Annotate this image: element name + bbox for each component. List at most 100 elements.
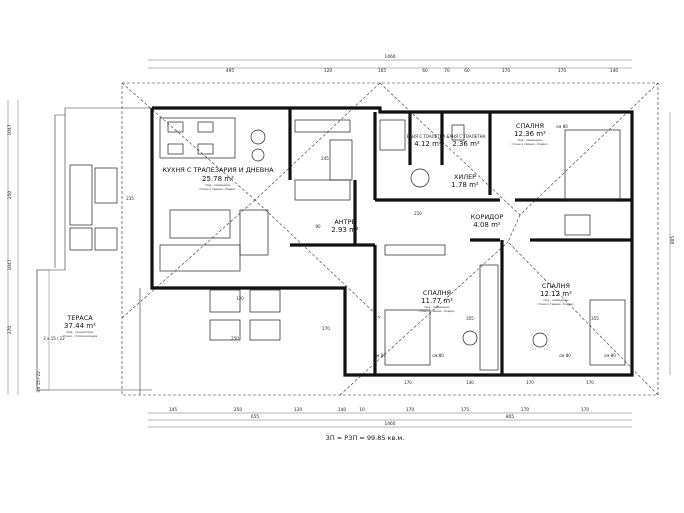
dim-bottom-b2: 805 [506, 414, 514, 420]
dim-left-3: 1047 [7, 259, 13, 270]
dim-bottom-6: 170 [406, 407, 414, 413]
room-bedroom-s-area: 11.77 m² [421, 297, 453, 305]
room-bedroom-s-note1: Под - ламиниран [425, 305, 450, 309]
room-bedroom-ne: СПАЛНЯ 12.36 m² Под - ламиниран Стени и … [512, 122, 549, 146]
room-bedroom-ne-name: СПАЛНЯ [516, 122, 544, 130]
wardrobe [479, 264, 499, 371]
sofa [169, 209, 231, 239]
label-cm80-e: см 80 [604, 353, 616, 358]
dim-bottom-2: 250 [234, 407, 242, 413]
room-bath1: БАНЯ С ТОАЛЕТНА 4.12 m² [407, 134, 446, 148]
dim-bottom-total: 1460 [385, 421, 396, 427]
room-terrace-note2: Стени - топлоизолация [63, 334, 98, 338]
room-bath2-area: 2.36 m² [452, 140, 480, 148]
room-kitchen-name: КУХНЯ С ТРАПЕЗАРИЯ И ДНЕВНА [162, 166, 274, 174]
room-kitchen-note2: Стени и тавани - боядис. [200, 187, 237, 191]
room-hall: АНТРЕ 2.93 m² [331, 218, 359, 234]
shower [379, 119, 406, 151]
label-cm80-b: см 80 [432, 353, 444, 358]
label-cm80-c: см 80 [559, 353, 571, 358]
label-235: 235 [126, 196, 134, 201]
dining-table [159, 117, 236, 159]
dim-left-4: 270 [7, 326, 13, 334]
room-bedroom-se-note2: Стени и тавани - боядис. [538, 302, 575, 306]
room-corridor-area: 4.08 m² [473, 221, 501, 229]
label-stair1: 3 x 15 / 22 [43, 336, 65, 341]
label-170c: 170 [586, 380, 594, 385]
room-corridor: КОРИДОР 4.08 m² [471, 213, 504, 229]
label-170a: 170 [404, 380, 412, 385]
dim-bottom-4: 140 [338, 407, 346, 413]
dim-top-1: 495 [226, 68, 234, 74]
dim-top-6: 60 [464, 68, 470, 74]
room-kitchen-area: 25.78 m² [202, 175, 234, 183]
room-hall-name: АНТРЕ [334, 218, 355, 226]
label-140: 140 [466, 380, 474, 385]
label-250: 250 [231, 336, 239, 341]
room-bedroom-se: СПАЛНЯ 12.12 m² Под - ламиниран Стени и … [538, 282, 575, 306]
label-245: 245 [321, 156, 329, 161]
label-cm80-d: см 80 [374, 353, 386, 358]
label-170b: 170 [526, 380, 534, 385]
room-corridor-name: КОРИДОР [471, 213, 504, 221]
room-kitchen: КУХНЯ С ТРАПЕЗАРИЯ И ДНЕВНА 25.78 m² Под… [162, 166, 274, 191]
dim-bottom-b1: 655 [251, 414, 259, 420]
room-bedroom-s-note2: Стени и тавани - боядис. [419, 309, 456, 313]
dim-right: 805 [670, 236, 676, 244]
room-bedroom-s-name: СПАЛНЯ [423, 289, 451, 297]
room-bedroom-ne-note2: Стени и тавани - боядис. [512, 142, 549, 146]
dim-top-8: 170 [558, 68, 566, 74]
dim-bottom-7: 175 [461, 407, 469, 413]
room-bedroom-se-note1: Под - ламиниран [544, 298, 569, 302]
dim-left-1: 1047 [7, 124, 13, 135]
label-355b: 355 [591, 316, 599, 321]
room-bath2-name: БАНЯ С ТОАЛЕТНА [447, 134, 486, 139]
dim-top-3: 165 [378, 68, 386, 74]
room-boiler-area: 1.78 m² [451, 181, 479, 189]
room-bedroom-se-name: СПАЛНЯ [542, 282, 570, 290]
room-kitchen-note1: Под - ламиниран [206, 183, 231, 187]
label-355a: 355 [466, 316, 474, 321]
room-boiler-name: ХИЛЕР [454, 173, 476, 181]
terrace-outline [36, 107, 152, 395]
bed-s [384, 309, 431, 366]
room-terrace-name: ТЕРАСА [66, 314, 93, 322]
room-boiler: ХИЛЕР 1.78 m² [451, 173, 479, 189]
dim-left-2: 250 [7, 191, 13, 199]
room-bath2: БАНЯ С ТОАЛЕТНА 2.36 m² [447, 134, 486, 148]
label-120: 120 [236, 296, 244, 301]
dim-top-4: 60 [422, 68, 428, 74]
room-terrace-note1: Под - гранитогрес [67, 330, 94, 334]
room-bedroom-ne-note1: Под - ламиниран [518, 138, 543, 142]
label-210: 210 [414, 211, 422, 216]
room-bedroom-se-area: 12.12 m² [540, 290, 572, 298]
dim-top-9: 140 [610, 68, 618, 74]
walls [150, 106, 634, 377]
room-bedroom-ne-area: 12.36 m² [514, 130, 546, 138]
label-stair2: 3 x 15 / 22 [36, 371, 41, 393]
room-terrace: ТЕРАСА 37.44 m² Под - гранитогрес Стени … [63, 314, 98, 338]
label-cm80-a: см 80 [556, 124, 568, 129]
dim-top-2: 120 [324, 68, 332, 74]
dim-top-5: 70 [444, 68, 450, 74]
room-bath1-name: БАНЯ С ТОАЛЕТНА [407, 134, 446, 139]
dim-bottom-1: 145 [169, 407, 177, 413]
room-hall-area: 2.93 m² [331, 226, 359, 234]
dim-top-7: 170 [502, 68, 510, 74]
area-summary: ЗП = РЗП = 99.85 кв.м. [326, 434, 405, 442]
dim-bottom-8: 170 [521, 407, 529, 413]
label-270: 270 [322, 326, 330, 331]
bed-ne [564, 129, 621, 201]
room-bedroom-s: СПАЛНЯ 11.77 m² Под - ламиниран Стени и … [419, 289, 456, 313]
bed-se [589, 299, 626, 366]
dim-bottom-5: 10 [359, 407, 365, 413]
label-90: 90 [315, 224, 321, 229]
dim-bottom-9: 170 [581, 407, 589, 413]
furniture [69, 117, 626, 371]
room-bath1-area: 4.12 m² [414, 140, 442, 148]
terrace-lounge [69, 164, 93, 226]
kitchen-counter [294, 119, 351, 133]
dimension-lines [7, 59, 671, 428]
room-terrace-area: 37.44 m² [64, 322, 96, 330]
